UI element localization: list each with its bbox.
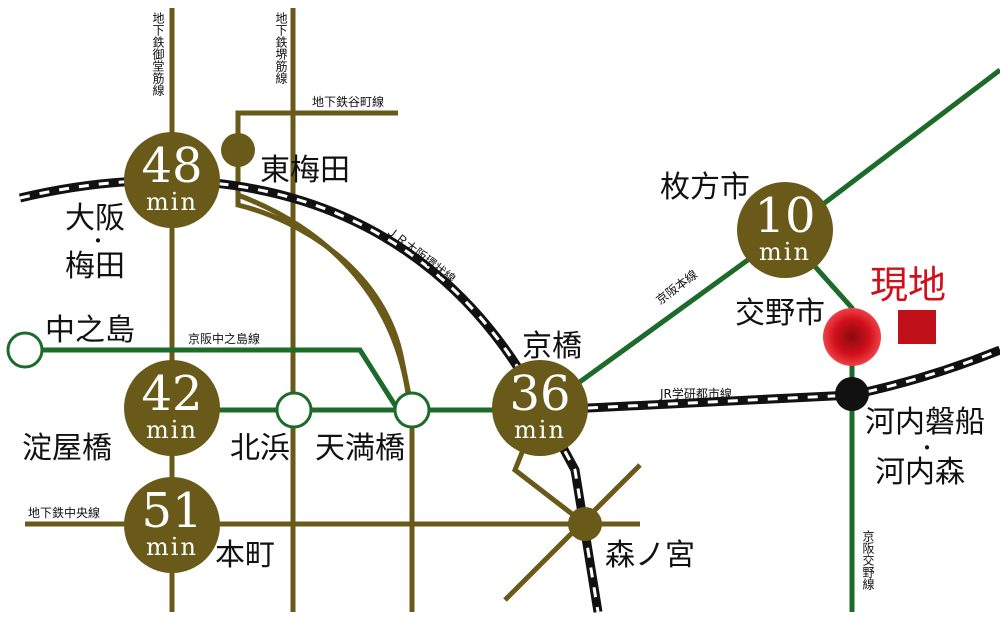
current-site-marker <box>823 308 881 366</box>
station-yodoyabashi: 淀屋橋 <box>22 431 112 466</box>
morinomiya-marker <box>568 507 602 541</box>
time-badge-honmachi: 51 min <box>124 477 220 573</box>
station-katanoshi: 交野市 <box>735 296 825 331</box>
kitahama-marker <box>275 391 313 429</box>
tanimachi-curve-inner <box>237 192 413 411</box>
station-kyobashi: 京橋 <box>522 329 582 364</box>
kawachi-iwafune-marker <box>835 377 869 411</box>
sakaisuji-label: 地下鉄堺筋線 <box>274 12 288 84</box>
keihan-nakanoshima-line <box>25 347 540 413</box>
nakanoshima-marker <box>6 331 44 369</box>
tanimachi-line <box>235 110 398 150</box>
station-morinomiya: 森ノ宮 <box>605 538 695 573</box>
station-hirakatashi: 枚方市 <box>660 170 750 205</box>
chuo-label: 地下鉄中央線 <box>28 505 100 520</box>
jr-gakkentoshi-line <box>547 345 1000 415</box>
time-honmachi-value: 51 <box>141 483 202 539</box>
station-honmachi: 本町 <box>215 538 275 573</box>
time-umeda-value: 48 <box>141 138 202 194</box>
station-dot-osaka-umeda: ・ <box>88 229 108 253</box>
time-hirakatashi-unit: min <box>759 238 811 266</box>
time-honmachi-unit: min <box>146 533 198 561</box>
higashi-umeda-marker <box>221 133 255 167</box>
tenmabashi-marker <box>393 391 431 429</box>
jr-gakkentoshi-label: JR学研都市線 <box>659 386 732 401</box>
station-umeda: 梅田 <box>65 249 125 284</box>
katano-line <box>783 231 855 612</box>
jr-loop-label: ＪＲ大阪環状線 <box>383 223 458 287</box>
keihan-nakanoshima-label: 京阪中之島線 <box>188 331 260 346</box>
station-tenmabashi: 天満橋 <box>315 431 405 466</box>
station-osaka: 大阪 <box>65 201 125 236</box>
current-site-label: 現地 <box>870 263 946 307</box>
time-kyobashi-value: 36 <box>509 366 570 422</box>
station-kawachi-iwafune: 河内磐船 <box>865 405 985 440</box>
time-badge-yodoyabashi: 42 min <box>124 360 220 456</box>
keihan-main-line <box>546 230 787 408</box>
station-nakanoshima: 中之島 <box>45 313 135 348</box>
minor-stations <box>6 133 869 541</box>
loop-branch <box>511 444 587 526</box>
current-site-square-icon <box>898 310 936 344</box>
midosuji-label: 地下鉄御堂筋線 <box>151 12 165 96</box>
time-yodoyabashi-unit: min <box>146 416 198 444</box>
time-umeda-unit: min <box>146 188 198 216</box>
time-badge-kyobashi: 36 min <box>492 360 588 456</box>
time-badge-hirakatashi: 10 min <box>737 182 833 278</box>
station-kitahama: 北浜 <box>230 431 290 466</box>
tanimachi-label: 地下鉄谷町線 <box>312 94 384 109</box>
time-badge-umeda: 48 min <box>124 132 220 228</box>
time-kyobashi-unit: min <box>514 416 566 444</box>
time-yodoyabashi-value: 42 <box>141 366 202 422</box>
time-hirakatashi-value: 10 <box>754 188 815 244</box>
station-dot-kawachi: ・ <box>917 436 937 460</box>
keihan-katano-label: 京阪交野線 <box>861 530 875 590</box>
station-kawachi-mori: 河内森 <box>875 455 965 490</box>
station-higashi-umeda: 東梅田 <box>260 153 350 188</box>
